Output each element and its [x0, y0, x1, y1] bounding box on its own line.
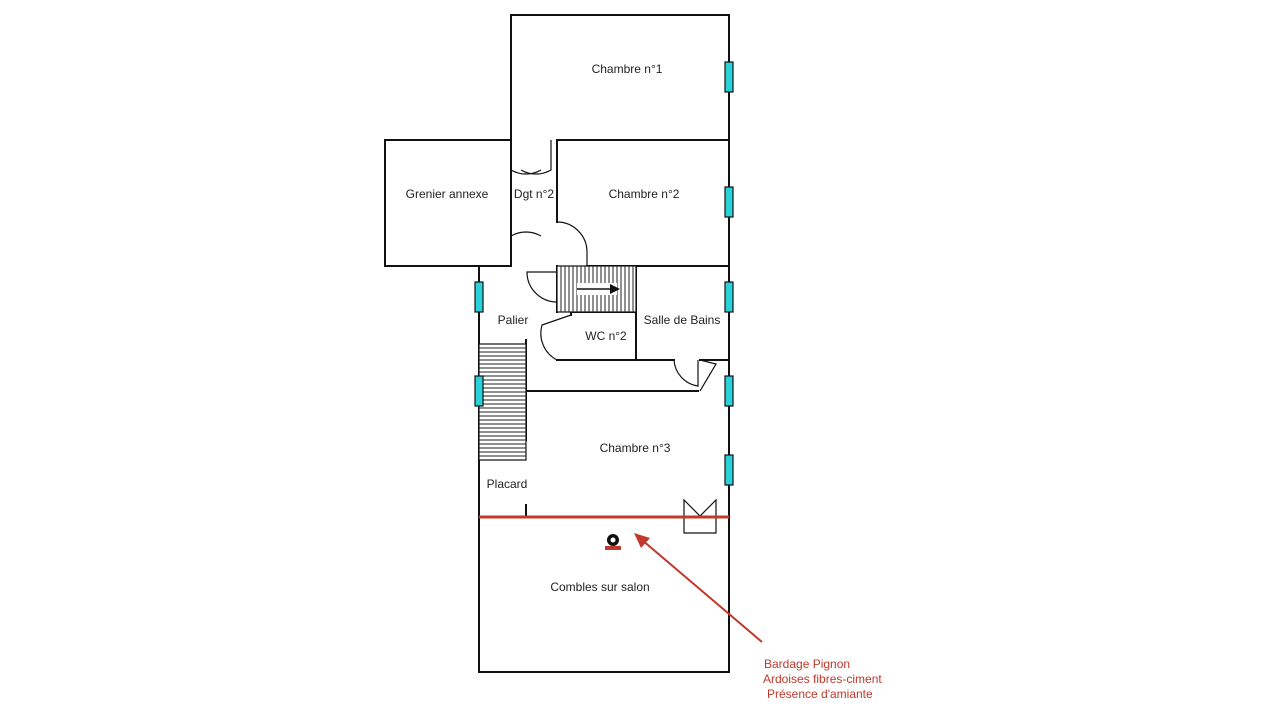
- stairs-upper: [556, 265, 637, 313]
- annotation-arrow: [634, 533, 763, 643]
- window-palier: [474, 281, 484, 313]
- window-salle-de-bains: [724, 281, 734, 313]
- annotation-line1: Bardage Pignon: [764, 657, 850, 671]
- room-label-salle-de-bains: Salle de Bains: [644, 313, 721, 327]
- room-label-chambre1: Chambre n°1: [592, 62, 663, 76]
- stair-arrow-icon: [610, 284, 620, 294]
- window-chambre1: [724, 61, 734, 93]
- room-label-chambre2: Chambre n°2: [609, 187, 680, 201]
- window-chambre2: [724, 186, 734, 218]
- window-placard: [474, 375, 484, 407]
- room-label-degagement: Dgt n°2: [514, 187, 554, 201]
- asbestos-marker-icon: [604, 533, 622, 551]
- windows: [474, 61, 734, 486]
- window-chambre3-a: [724, 375, 734, 407]
- room-label-palier: Palier: [498, 313, 529, 327]
- room-label-grenier: Grenier annexe: [406, 187, 489, 201]
- room-label-combles: Combles sur salon: [550, 580, 649, 594]
- window-chambre3-b: [724, 454, 734, 486]
- stairs-lower: [478, 343, 527, 461]
- room-label-wc: WC n°2: [585, 329, 627, 343]
- annotation-line2: Ardoises fibres-ciment: [763, 672, 882, 686]
- walls: [384, 14, 730, 673]
- room-label-placard: Placard: [487, 477, 528, 491]
- annotation-line3: Présence d'amiante: [767, 687, 873, 701]
- room-label-chambre3: Chambre n°3: [600, 441, 671, 455]
